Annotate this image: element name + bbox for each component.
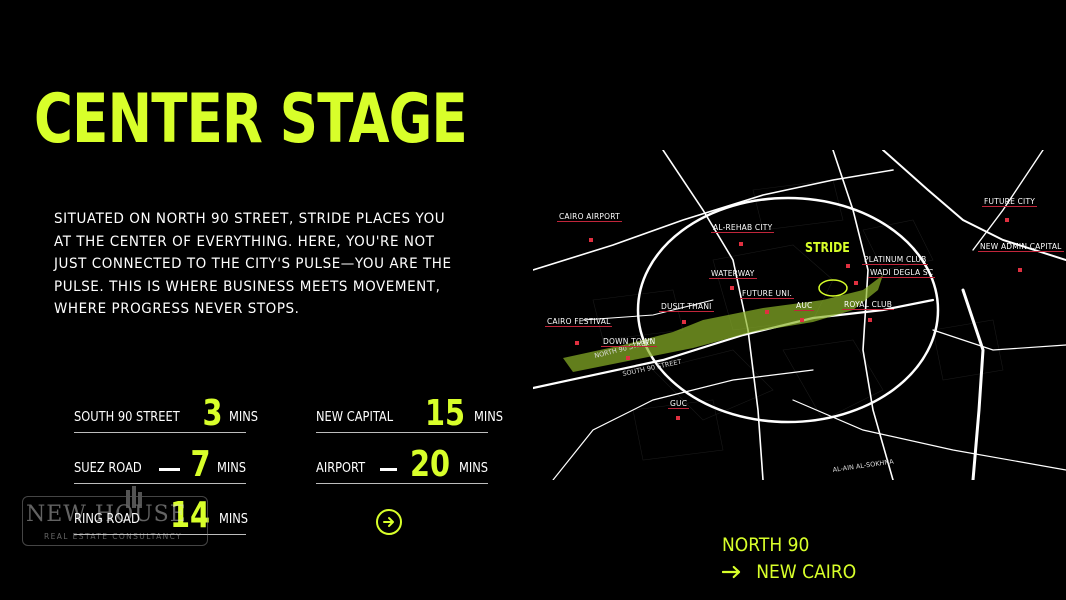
map-pin	[589, 238, 593, 242]
map-pin	[626, 356, 630, 360]
distance-label: NEW CAPITAL	[316, 410, 394, 425]
location-city: NEW CAIRO	[756, 561, 857, 583]
distance-unit: MINS	[216, 461, 246, 476]
map-pin	[765, 310, 769, 314]
map-pin	[846, 264, 850, 268]
map-pin	[575, 341, 579, 345]
map-pin	[800, 318, 804, 322]
watermark-frame	[22, 496, 208, 546]
map-label-waterway: WATERWAY	[709, 269, 757, 279]
location-map: NORTH 90 STREET SOUTH 90 STREET AL-AIN A…	[533, 150, 1066, 480]
map-pin	[676, 416, 680, 420]
dash-line	[379, 468, 397, 471]
watermark-logo: NEW HOUSE REAL ESTATE CONSULTANCY	[22, 486, 210, 546]
map-pin	[1005, 218, 1009, 222]
map-pin	[739, 242, 743, 246]
page-title: CENTER STAGE	[34, 80, 468, 159]
map-label-platinum-club: PLATINUM CLUB	[862, 255, 929, 265]
map-label-guc: GUC	[668, 399, 690, 409]
map-label-cairo-airport: CAIRO AIRPORT	[557, 212, 622, 222]
map-label-future-uni: FUTURE UNI.	[740, 289, 795, 299]
distance-label: AIRPORT	[316, 461, 366, 476]
distance-row-suez-road: SUEZ ROAD 7 MINS	[74, 443, 246, 484]
intro-paragraph: SITUATED ON NORTH 90 STREET, STRIDE PLAC…	[54, 211, 452, 317]
north-90-corridor	[563, 275, 883, 372]
distance-value: 14	[169, 495, 210, 536]
distance-value: 7	[190, 444, 211, 485]
distance-label: SOUTH 90 STREET	[74, 410, 180, 425]
map-label-auc: AUC	[794, 301, 815, 311]
distance-label: SUEZ ROAD	[74, 461, 142, 476]
dash-line	[158, 468, 180, 471]
distance-label: RING ROAD	[74, 512, 140, 527]
map-label-royal-club: ROYAL CLUB	[842, 300, 895, 310]
stride-label: STRIDE	[805, 241, 850, 256]
map-label-al-rehab-city: AL-REHAB CITY	[711, 223, 775, 233]
distance-unit: MINS	[218, 512, 248, 527]
map-label-future-city: FUTURE CITY	[982, 197, 1038, 207]
watermark-name: NEW HOUSE	[26, 502, 187, 527]
map-label-down-town: DOWN TOWN	[601, 337, 658, 347]
location-line-2: NEW CAIRO	[722, 561, 856, 583]
map-label-wadi-degla-sc: WADI DEGLA SC	[868, 268, 936, 278]
next-arrow-button[interactable]	[376, 509, 402, 535]
arrow-right-icon	[722, 565, 741, 579]
ring-road	[636, 196, 940, 424]
map-pin	[682, 320, 686, 324]
map-label-cairo-festival: CAIRO FESTIVAL	[545, 317, 613, 327]
distance-unit: MINS	[458, 461, 488, 476]
distance-row-ring-road: RING ROAD 14 MINS	[74, 494, 248, 536]
map-label-dusit-thani: DUSIT THANI	[659, 302, 714, 312]
distance-unit: MINS	[229, 410, 259, 425]
location-line-1: NORTH 90	[722, 534, 810, 556]
map-pin	[730, 286, 734, 290]
road-label-south-90: SOUTH 90 STREET	[622, 358, 682, 378]
distance-value: 15	[424, 393, 465, 434]
map-label-new-admin-capital: NEW ADMIN CAPITAL	[978, 242, 1064, 252]
roads	[533, 150, 1066, 480]
south-90-road	[533, 298, 935, 390]
distance-value: 3	[202, 393, 223, 434]
map-pin	[1018, 268, 1022, 272]
distance-row-south-90: SOUTH 90 STREET 3 MINS	[74, 392, 258, 434]
distance-unit: MINS	[473, 410, 503, 425]
watermark-tagline: REAL ESTATE CONSULTANCY	[44, 532, 183, 541]
distance-row-airport: AIRPORT 20 MINS	[316, 443, 488, 484]
arrow-right-icon	[383, 517, 394, 527]
distance-row-new-capital: NEW CAPITAL 15 MINS	[316, 392, 503, 434]
road-label-sokhna: AL-AIN AL-SOKHNA	[832, 457, 895, 474]
map-pin	[854, 281, 858, 285]
distance-value: 20	[409, 444, 450, 485]
stride-marker	[818, 279, 848, 297]
map-pin	[868, 318, 872, 322]
building-icon	[126, 486, 142, 508]
